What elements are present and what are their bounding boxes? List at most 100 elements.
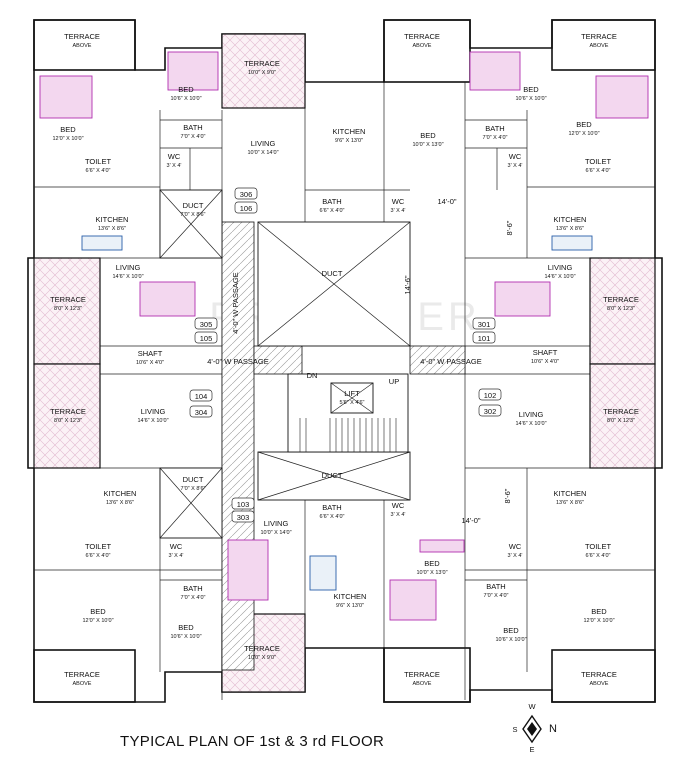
room-label-pass-r: 4'-0" W PASSAGE (420, 357, 481, 366)
unit-box-unit-104 (189, 389, 213, 402)
unit-102: 102 (484, 391, 497, 400)
compass-n: N (549, 723, 557, 735)
unit-box-unit-102 (478, 388, 502, 401)
unit-box-unit-101 (472, 331, 496, 344)
dim-8-6-bot: 8'-6" (503, 488, 512, 503)
unit-box-unit-303 (231, 510, 255, 523)
unit-106: 106 (240, 204, 253, 213)
unit-numbers: 306 106 305 105 301 101 104 304 102 302 103 303 (189, 187, 502, 523)
room-label-duct-c1: DUCT (322, 269, 343, 278)
furniture (39, 51, 649, 621)
unit-101: 101 (478, 334, 491, 343)
ducts (159, 189, 411, 539)
unit-303: 303 (237, 513, 250, 522)
room-label-dn: DN (307, 371, 318, 380)
dim-14-top: 14'-0" (437, 197, 456, 206)
unit-103: 103 (237, 500, 250, 509)
room-label-up: UP (389, 377, 399, 386)
unit-301: 301 (478, 320, 491, 329)
plan-title: TYPICAL PLAN OF 1st & 3 rd FLOOR (120, 733, 385, 750)
unit-305: 305 (200, 320, 213, 329)
dim-8-6-top: 8'-6" (505, 220, 514, 235)
unit-box-unit-103 (231, 497, 255, 510)
unit-104: 104 (195, 392, 208, 401)
terraces (33, 33, 656, 693)
unit-box-unit-301 (472, 317, 496, 330)
dim-14-bot: 14'-0" (461, 516, 480, 525)
unit-box-unit-105 (194, 331, 218, 344)
dimension-labels: 14'-0" 8'-6" 14'-6" 14'-0" 8'-6" 4'-0" W PASS… (231, 197, 514, 525)
unit-box-unit-302 (478, 404, 502, 417)
compass-rose: W N S E (512, 702, 557, 754)
unit-box-unit-305 (194, 317, 218, 330)
compass-w: W (528, 702, 536, 711)
compass-e: E (529, 745, 534, 754)
staircase (287, 373, 409, 453)
unit-box-unit-106 (234, 201, 258, 214)
unit-box-unit-306 (234, 187, 258, 200)
unit-304: 304 (195, 408, 208, 417)
room-label-pass-l: 4'-0" W PASSAGE (207, 357, 268, 366)
unit-306: 306 (240, 190, 253, 199)
dim-pass-vert: 4'-0" W PASSAGE (231, 272, 240, 333)
room-label-duct-c2: DUCT (322, 471, 343, 480)
dim-14-6-c: 14'-6" (403, 275, 412, 294)
unit-105: 105 (200, 334, 213, 343)
unit-302: 302 (484, 407, 497, 416)
